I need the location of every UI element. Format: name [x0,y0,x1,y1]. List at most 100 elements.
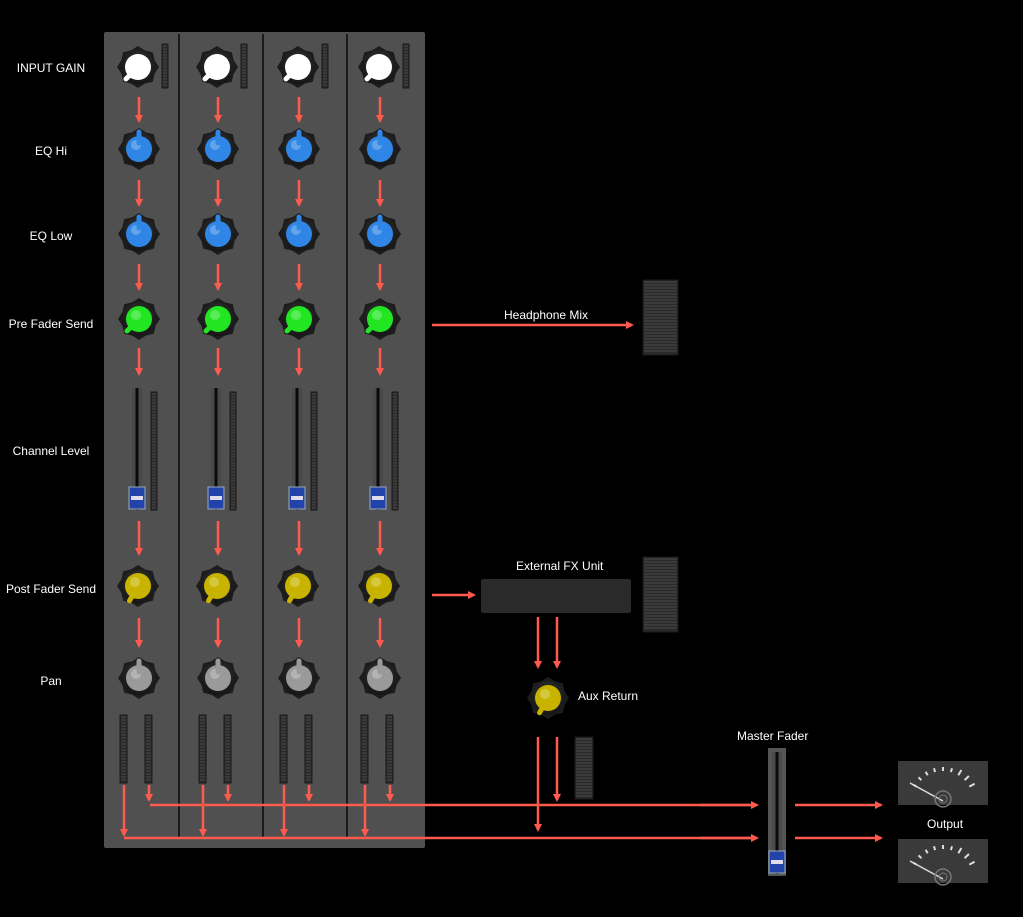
input-gain-knob-ch4[interactable] [358,46,400,88]
knob-pointer [283,68,297,82]
input-meter-ch1 [161,43,169,89]
vu-pivot [934,790,952,808]
vu-needle [909,782,944,802]
fader-cap-line [131,496,143,500]
row-label-input-gain: INPUT GAIN [16,61,86,75]
fader-cap-line [291,496,303,500]
pre-fader-send-knob-ch2[interactable] [197,298,239,340]
output-meter-left-ch1 [119,714,128,784]
row-label-eq-hi: EQ Hi [34,144,67,158]
knob-highlight [371,58,381,68]
row-label-eq-low: EQ Low [29,229,73,243]
vu-pivot [934,868,952,886]
aux-return-knob[interactable] [527,677,569,719]
knob-pointer [124,320,138,334]
pre-fader-send-knob-ch1[interactable] [118,298,160,340]
meter-body [144,714,153,784]
fader-cap-line [771,860,783,864]
eq-low-knob-ch3[interactable] [278,213,320,255]
vu-tick [949,767,953,773]
knob-pointer [365,320,379,334]
meter-body [402,43,410,89]
vu-tick [924,849,929,854]
vu-tick [968,782,976,788]
pan-knob-ch2[interactable] [197,657,239,699]
eq-hi-knob-ch2[interactable] [197,128,239,170]
knob-pointer [537,700,548,716]
vu-tick [917,854,923,859]
knob-highlight [372,310,382,320]
channel-fader-ch3[interactable] [288,388,306,510]
pre-fader-send-knob-ch3[interactable] [278,298,320,340]
knob-cap [126,665,152,691]
vu-tick [963,775,970,781]
fader-cap-line [210,496,222,500]
input-gain-knob-ch3[interactable] [277,46,319,88]
post-fader-send-knob-ch4[interactable] [358,565,400,607]
output-meter-right-ch4 [385,714,394,784]
knob-cap [286,136,312,162]
pan-knob-ch3[interactable] [278,657,320,699]
vu-tick [968,860,976,866]
post-fader-send-knob-ch1[interactable] [117,565,159,607]
pan-knob-ch1[interactable] [118,657,160,699]
knob-pointer [203,320,217,334]
output-meter-right-ch1 [144,714,153,784]
vu-pivot-inner [938,794,948,804]
knob-cap [286,665,312,691]
channel-divider [262,34,264,838]
knob-highlight [371,577,381,587]
knob-cap [126,136,152,162]
channel-meter-ch4 [391,391,399,511]
knob-pointer [123,68,137,82]
output-meter-left-ch2 [198,714,207,784]
vu-tick [957,769,963,776]
meter-body [321,43,329,89]
knob-pointer [364,68,378,82]
input-gain-knob-ch2[interactable] [196,46,238,88]
channel-meter-ch1 [150,391,158,511]
post-fader-send-knob-ch3[interactable] [277,565,319,607]
post-fader-send-knob-ch2[interactable] [196,565,238,607]
meter-body [360,714,369,784]
channel-fader-ch2[interactable] [207,388,225,510]
pre-fader-send-knob-ch4[interactable] [359,298,401,340]
row-label-pre-fader-send: Pre Fader Send [8,317,94,331]
eq-hi-knob-ch1[interactable] [118,128,160,170]
fx-return-meter [642,556,679,633]
knob-highlight [209,58,219,68]
master-fader-label: Master Fader [737,729,809,743]
master-fader[interactable] [768,752,786,874]
eq-low-knob-ch2[interactable] [197,213,239,255]
knob-pointer [206,588,217,604]
channel-divider [178,34,180,838]
knob-cap [205,665,231,691]
meter-body [279,714,288,784]
knob-highlight [290,58,300,68]
eq-hi-knob-ch3[interactable] [278,128,320,170]
eq-low-knob-ch1[interactable] [118,213,160,255]
eq-hi-knob-ch4[interactable] [359,128,401,170]
input-meter-ch4 [402,43,410,89]
headphone-mix-meter [642,279,679,356]
knob-highlight [130,577,140,587]
input-gain-knob-ch1[interactable] [117,46,159,88]
vu-meter-right [898,761,988,808]
pan-knob-ch4[interactable] [359,657,401,699]
knob-highlight [209,577,219,587]
channel-meter-ch3 [310,391,318,511]
knob-highlight [210,310,220,320]
channel-fader-ch4[interactable] [369,388,387,510]
eq-low-knob-ch4[interactable] [359,213,401,255]
vu-tick [933,767,937,773]
external-fx-label: External FX Unit [516,559,604,573]
external-fx-unit [481,579,631,613]
meter-body [240,43,248,89]
knob-cap [367,665,393,691]
knob-highlight [130,58,140,68]
vu-tick [924,771,929,776]
headphone-mix-label: Headphone Mix [504,308,589,322]
channel-fader-ch1[interactable] [128,388,146,510]
row-label-pan: Pan [40,674,62,688]
